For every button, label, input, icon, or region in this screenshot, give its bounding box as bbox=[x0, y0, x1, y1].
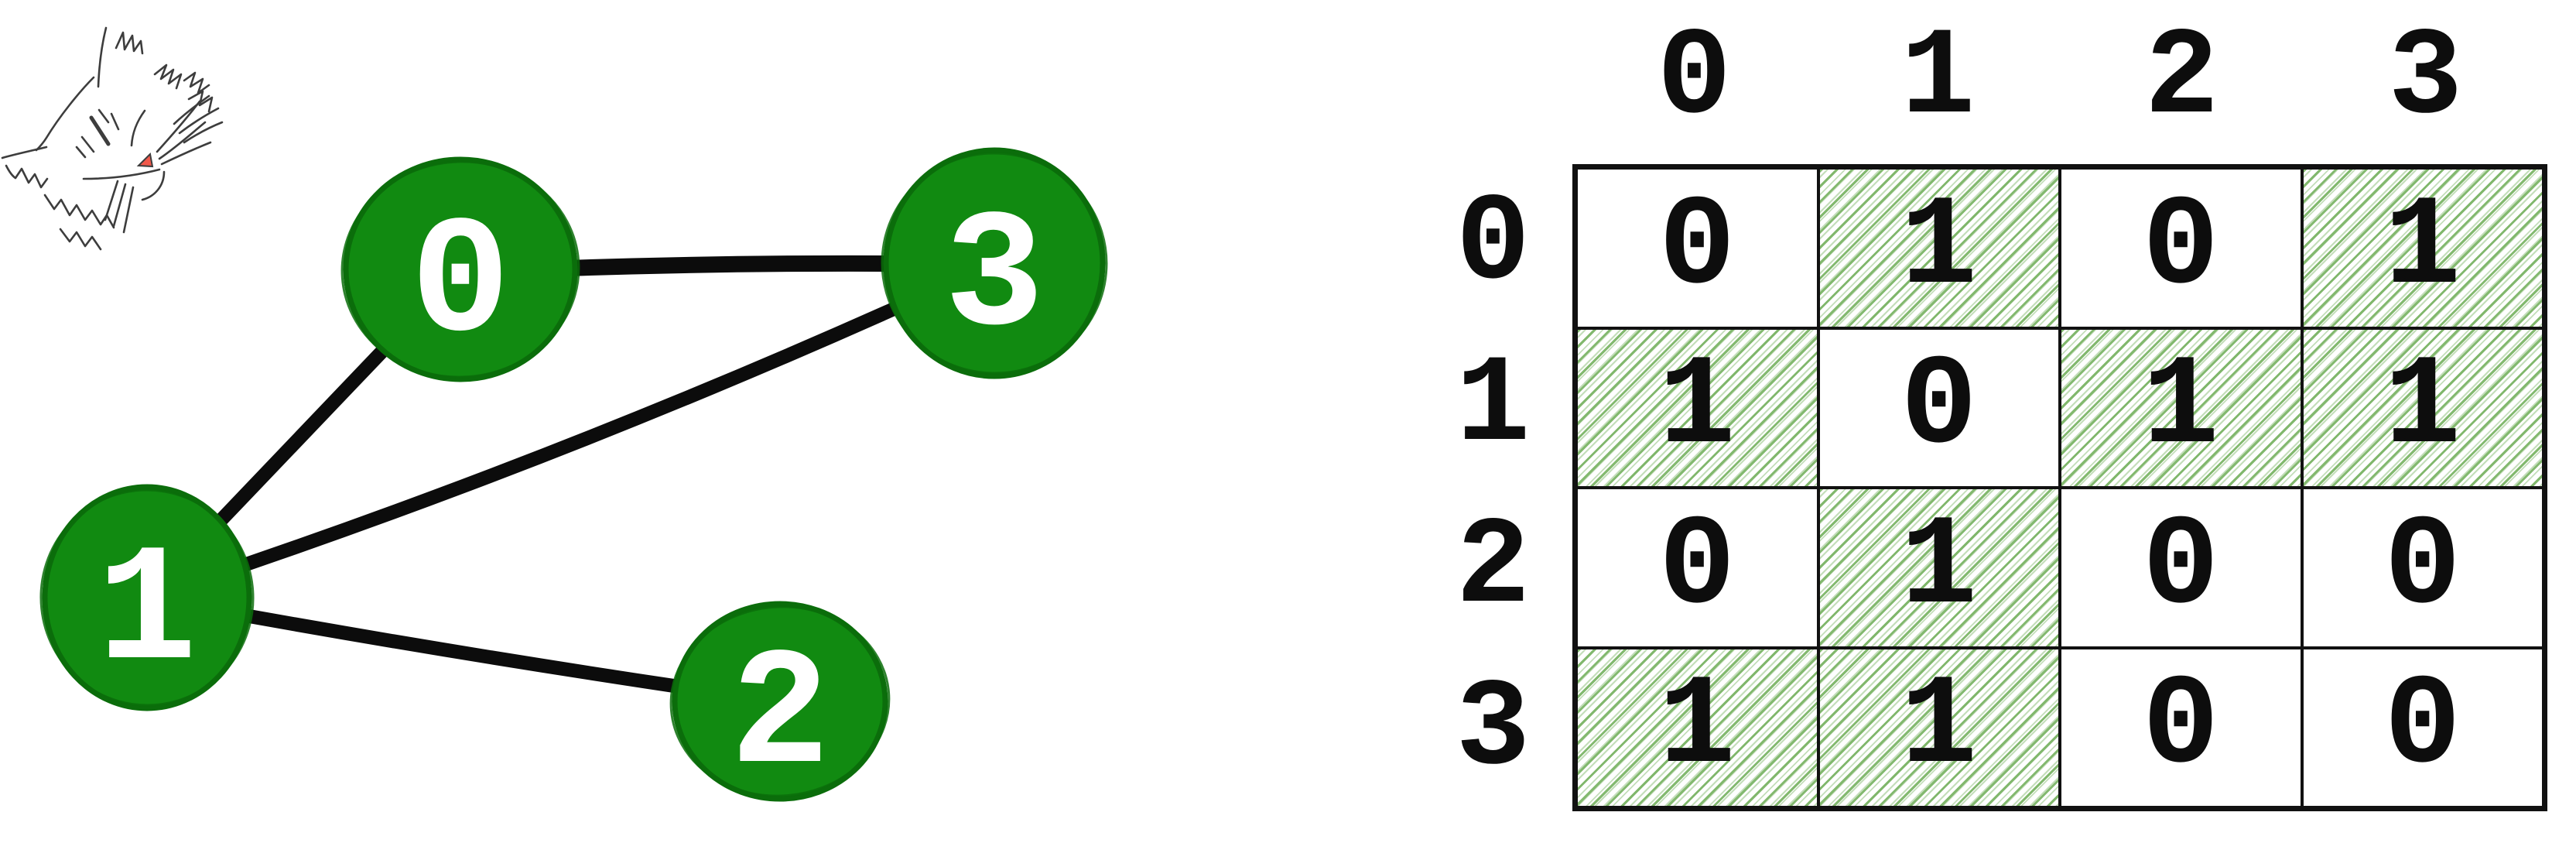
cat-mane-strand-2 bbox=[178, 107, 220, 135]
node-0: 0 bbox=[340, 156, 580, 382]
node-label-3: 3 bbox=[944, 184, 1044, 373]
adjacency-matrix: 0 1 0 1 1 0 1 1 0 1 0 0 1 1 0 0 bbox=[1572, 164, 2547, 811]
matrix-cell: 0 bbox=[2060, 168, 2302, 328]
matrix-cell: 1 bbox=[2301, 327, 2544, 488]
matrix-cell: 1 bbox=[1818, 647, 2060, 807]
matrix-row-header: 0 bbox=[1456, 174, 1531, 315]
matrix-row-headers: 0 1 2 3 bbox=[1433, 164, 1553, 811]
cat-left-ear-fur bbox=[5, 164, 49, 189]
cat-whisker-3 bbox=[160, 141, 212, 166]
cat-chin-whisker-2 bbox=[122, 186, 135, 234]
cat-mane-scribble-1 bbox=[153, 63, 183, 90]
node-3: 3 bbox=[881, 147, 1108, 379]
matrix-col-header: 1 bbox=[1900, 9, 1976, 149]
node-2: 2 bbox=[669, 601, 891, 811]
cat-mane-scribble-3 bbox=[187, 90, 214, 113]
matrix-col-header: 0 bbox=[1657, 9, 1732, 149]
matrix-cell: 1 bbox=[2060, 327, 2302, 488]
cat-eye-slash-3 bbox=[110, 112, 120, 131]
matrix-cell: 1 bbox=[2301, 168, 2544, 328]
cat-fur-zigzag-2 bbox=[59, 228, 102, 251]
cat-mane-strand-1 bbox=[173, 94, 210, 125]
matrix-cell: 1 bbox=[1818, 168, 2060, 328]
cat-right-ear-scribble bbox=[115, 31, 144, 55]
matrix-cell: 1 bbox=[1576, 647, 1818, 807]
matrix-col-header: 2 bbox=[2144, 9, 2219, 149]
cat-right-ear-edge bbox=[97, 26, 108, 88]
cat-chin-whisker-1 bbox=[112, 183, 127, 228]
cat-mane-strand-3 bbox=[183, 121, 224, 144]
cat-whisker-2 bbox=[158, 121, 207, 160]
node-label-1: 1 bbox=[97, 519, 197, 708]
cat-nose bbox=[136, 152, 154, 168]
matrix-cell: 1 bbox=[1818, 488, 2060, 648]
cat-left-ear bbox=[1, 146, 48, 159]
matrix-row-header: 1 bbox=[1456, 336, 1531, 477]
cat-eye-slash-5 bbox=[75, 146, 87, 159]
matrix-col-header: 3 bbox=[2388, 9, 2463, 149]
matrix-row-header: 2 bbox=[1456, 498, 1531, 639]
cat-brow-ridge bbox=[130, 109, 146, 147]
cat-doodle bbox=[1, 26, 224, 251]
cat-chin-curve bbox=[141, 170, 166, 201]
matrix-cell: 0 bbox=[2301, 488, 2544, 648]
matrix-cell: 0 bbox=[2301, 647, 2544, 807]
matrix-cell: 0 bbox=[1576, 488, 1818, 648]
cat-eye-slash-4 bbox=[80, 135, 95, 153]
matrix-cell: 0 bbox=[1818, 327, 2060, 488]
node-label-2: 2 bbox=[730, 622, 830, 811]
matrix-row-header: 3 bbox=[1456, 660, 1531, 800]
node-1: 1 bbox=[39, 484, 255, 711]
cat-head-arc bbox=[35, 76, 95, 152]
matrix-cell: 1 bbox=[1576, 327, 1818, 488]
node-label-0: 0 bbox=[410, 190, 510, 379]
edge-1-3 bbox=[140, 256, 1001, 605]
matrix-cell: 0 bbox=[2060, 488, 2302, 648]
matrix-col-headers: 0 1 2 3 bbox=[1572, 6, 2547, 153]
cat-eye-slash-main bbox=[89, 115, 111, 146]
cat-chin-whisker-3 bbox=[104, 180, 119, 221]
matrix-cell: 0 bbox=[2060, 647, 2302, 807]
cat-mane-scribble-2 bbox=[183, 71, 210, 94]
cat-mouth-line bbox=[82, 168, 161, 180]
cat-fur-zigzag-1 bbox=[43, 194, 115, 229]
cat-eye-slash-2 bbox=[97, 108, 110, 124]
matrix-cell: 0 bbox=[1576, 168, 1818, 328]
